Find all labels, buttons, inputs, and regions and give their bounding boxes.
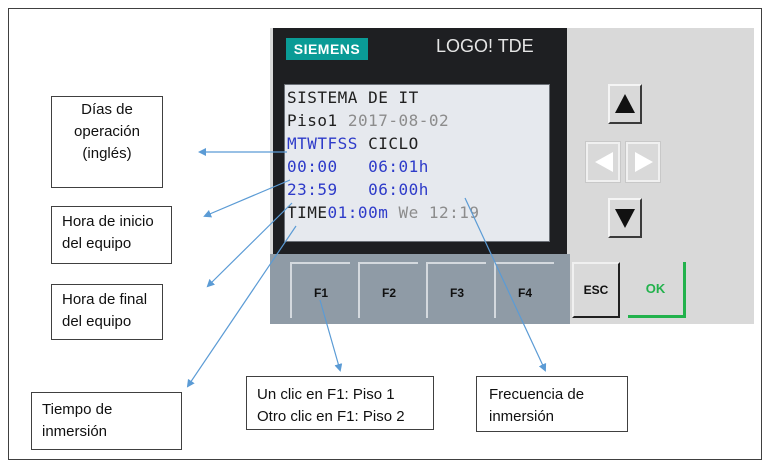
callout-hora-inicio-text: Hora de inicio del equipo <box>62 213 154 252</box>
right-arrow-icon <box>635 152 653 172</box>
siemens-logo: SIEMENS <box>286 38 368 60</box>
end-time-value: 23:59 <box>287 180 338 199</box>
callout-frecuencia-text: Frecuencia de inmersión <box>489 386 585 425</box>
connector-hora-final <box>206 202 293 288</box>
model-name: LOGO! TDE <box>436 36 534 56</box>
callout-hora-inicio: Hora de inicio del equipo <box>51 206 172 264</box>
callout-dias-operacion: Días de operación (inglés) <box>51 96 163 188</box>
f2-label: F2 <box>381 286 396 300</box>
down-arrow-button[interactable] <box>608 198 642 238</box>
date-value: 2017-08-02 <box>347 111 450 130</box>
callout-hora-final-text: Hora de final del equipo <box>62 291 148 330</box>
lcd-screen <box>284 84 550 242</box>
cycle-on-value: 06:01h <box>368 157 429 176</box>
f1-label: F1 <box>313 286 328 300</box>
callout-dias-text: Días de operación (inglés) <box>74 101 140 162</box>
esc-label: ESC <box>583 283 609 297</box>
lcd-line-title: SISTEMA DE IT <box>287 88 419 107</box>
f3-button[interactable]: F3 <box>426 262 486 318</box>
time-label: TIME <box>287 203 328 222</box>
cycle-label: CICLO <box>368 134 419 153</box>
callout-tiempo-inmersion: Tiempo de inmersión <box>31 392 182 450</box>
left-arrow-icon <box>595 152 613 172</box>
f4-button[interactable]: F4 <box>494 262 554 318</box>
f1-button[interactable]: F1 <box>290 262 350 318</box>
weekday-value: We <box>398 203 419 222</box>
up-arrow-icon <box>615 94 635 113</box>
lcd-line-start: 00:00 06:01h <box>287 157 429 176</box>
lcd-line-time: TIME01:00m We 12:19 <box>287 203 480 222</box>
f4-label: F4 <box>517 286 532 300</box>
esc-button[interactable]: ESC <box>572 262 620 318</box>
callout-tiempo-text: Tiempo de inmersión <box>42 401 113 440</box>
lcd-line-floor: Piso1 2017-08-02 <box>287 111 449 130</box>
left-arrow-button[interactable] <box>585 141 621 183</box>
start-time-value: 00:00 <box>287 157 338 176</box>
up-arrow-button[interactable] <box>608 84 642 124</box>
days-value: MTWTFSS <box>287 134 358 153</box>
callout-frecuencia: Frecuencia de inmersión <box>476 376 628 432</box>
lcd-line-end: 23:59 06:00h <box>287 180 429 199</box>
f2-button[interactable]: F2 <box>358 262 418 318</box>
floor-name: Piso1 <box>287 111 338 130</box>
callout-f1-line2: Otro clic en F1: Piso 2 <box>257 408 405 425</box>
callout-hora-final: Hora de final del equipo <box>51 284 163 340</box>
clock-value: 12:19 <box>428 203 480 222</box>
ok-button[interactable]: OK <box>628 262 686 318</box>
connector-tiempo <box>186 225 297 388</box>
figure-frame <box>8 8 762 460</box>
frequency-value: 06:00h <box>368 180 429 199</box>
right-arrow-button[interactable] <box>625 141 661 183</box>
connector-f1 <box>319 299 343 372</box>
system-title: SISTEMA DE IT <box>287 88 419 107</box>
lcd-line-days: MTWTFSS CICLO <box>287 134 419 153</box>
callout-f1-line1: Un clic en F1: Piso 1 <box>257 386 395 403</box>
connector-frecuencia <box>464 197 547 372</box>
f3-label: F3 <box>449 286 464 300</box>
connector-hora-inicio <box>203 179 291 218</box>
callout-f1-piso: Un clic en F1: Piso 1 Otro clic en F1: P… <box>246 376 434 430</box>
ok-label: OK <box>645 281 666 296</box>
immersion-time-value: 01:00m <box>327 203 389 222</box>
down-arrow-icon <box>615 209 635 228</box>
